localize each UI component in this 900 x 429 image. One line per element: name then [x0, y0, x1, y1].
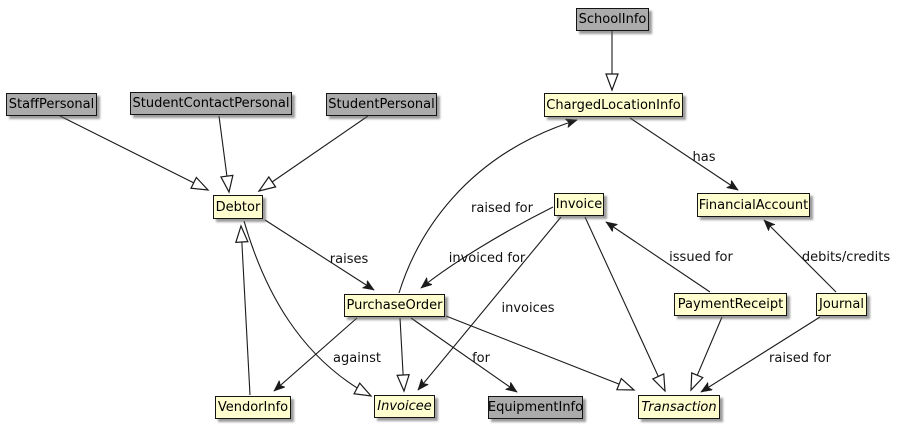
edge-label-against: against — [333, 351, 381, 366]
edge-Journal-FinancialAccount — [764, 220, 837, 293]
edge-StudentContactPersonal-Debtor — [218, 115, 234, 194]
edge-Journal-Transaction — [701, 316, 821, 393]
edge-Debtor-Invoicee — [243, 220, 373, 397]
edge-Invoice-Transaction — [584, 216, 666, 393]
edge-label-issued-for: issued for — [669, 250, 733, 265]
edge-StaffPersonal-Debtor — [59, 115, 210, 191]
edge-PurchaseOrder-Invoicee — [396, 317, 410, 393]
edge-Invoice-Invoicee — [418, 216, 562, 390]
edge-label-for: for — [472, 351, 491, 366]
edge-label-invoiced-for: invoiced for — [449, 251, 526, 266]
edge-label-has: has — [693, 150, 716, 165]
edge-label-raised-for: raised for — [769, 351, 832, 366]
edge-StudentPersonal-Debtor — [257, 115, 369, 192]
edge-label-debits-credits: debits/credits — [802, 250, 891, 265]
edge-PaymentReceipt-Transaction — [690, 316, 723, 392]
edge-label-raises: raises — [330, 252, 369, 267]
edge-PurchaseOrder-Transaction — [445, 315, 636, 391]
edge-Invoice-PurchaseOrder — [421, 206, 554, 288]
edge-VendorInfo-Debtor — [235, 224, 251, 396]
edge-PurchaseOrder-VendorInfo — [274, 317, 358, 391]
edge-PurchaseOrder-EquipmentInfo — [410, 317, 517, 392]
edge-label-invoices: invoices — [501, 301, 554, 316]
edge-label-raised-for: raised for — [471, 201, 534, 216]
edge-ChargedLocationInfo-FinancialAccount — [629, 117, 738, 191]
edge-PurchaseOrder-ChargedLocationInfo — [398, 120, 577, 294]
edge-Debtor-PurchaseOrder — [264, 219, 374, 291]
edge-PaymentReceipt-Invoice — [606, 221, 711, 293]
